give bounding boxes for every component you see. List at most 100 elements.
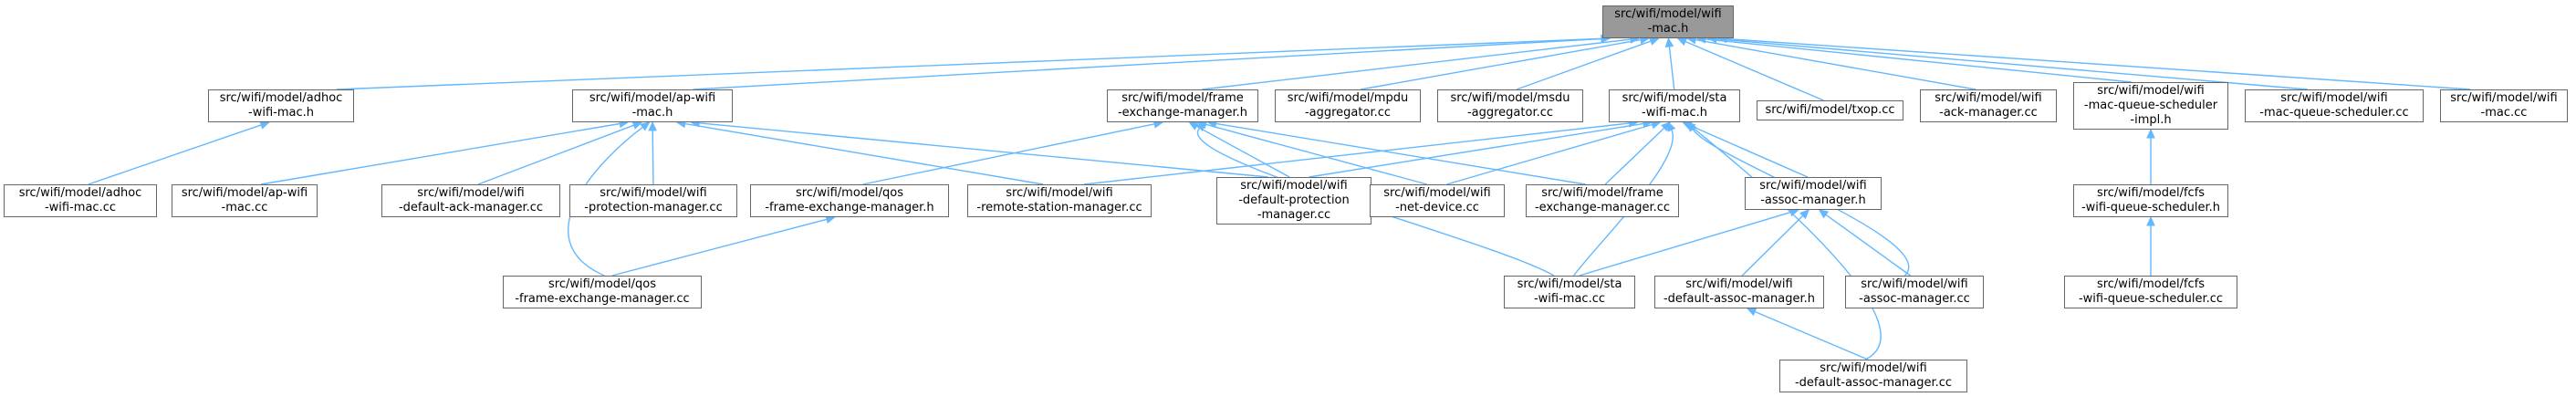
node-label-line: src/wifi/model/mpdu [1287, 91, 1409, 105]
node-label-line: src/wifi/model/wifi [1614, 7, 1722, 21]
node-label-line: src/wifi/model/txop.cc [1765, 103, 1895, 117]
node-label-line: src/wifi/model/fcfs [2096, 277, 2206, 291]
node-label-line: src/wifi/model/sta [1517, 277, 1622, 291]
node-label-line: src/wifi/model/qos [795, 186, 903, 200]
node-label-line: -default-ack-manager.cc [398, 201, 544, 214]
edge-mac_cc-to-mac_h [1726, 37, 2471, 90]
node-label-line: src/wifi/model/wifi [1240, 179, 1348, 193]
edge-dpm_cc-to-sta_h [1309, 122, 1644, 178]
node-label-line: -mac.cc [221, 201, 268, 214]
node-rsm-cc[interactable]: src/wifi/model/wifi-remote-station-manag… [967, 184, 1152, 217]
edge-netdev_cc-to-sta_h [1446, 123, 1653, 185]
edge-fem_cc-to-sta_h [1604, 127, 1665, 185]
node-label-line: src/wifi/model/wifi [1685, 277, 1793, 291]
node-fcfs-h[interactable]: src/wifi/model/fcfs-wifi-queue-scheduler… [2073, 184, 2228, 217]
node-label-line: -assoc-manager.cc [1859, 292, 1970, 306]
node-fcfs-cc[interactable]: src/wifi/model/fcfs-wifi-queue-scheduler… [2064, 276, 2237, 308]
edge-dassoc_cc-to-dassoc_h [1754, 310, 1869, 360]
node-label-line: src/wifi/model/msdu [1450, 91, 1570, 105]
node-sta-cc[interactable]: src/wifi/model/sta-wifi-mac.cc [1504, 276, 1635, 308]
node-label-line: -net-device.cc [1395, 201, 1479, 214]
node-sta-h[interactable]: src/wifi/model/sta-wifi-mac.h [1609, 89, 1740, 122]
node-ap-h[interactable]: src/wifi/model/ap-wifi-mac.h [572, 89, 733, 122]
node-dam-cc[interactable]: src/wifi/model/wifi-default-ack-manager.… [381, 184, 560, 217]
edge-assoc_h-to-sta_h [1690, 124, 1809, 178]
edge-txop_cc-to-mac_h [1684, 40, 1824, 101]
node-label-line: -wifi-mac.h [248, 106, 314, 120]
edge-dassoc_h-to-assoc_h [1741, 214, 1804, 277]
edge-ap_cc-to-ap_h [260, 122, 621, 185]
edge-rsm_cc-to-ap_h [684, 122, 1044, 185]
node-netdev-cc[interactable]: src/wifi/model/wifi-net-device.cc [1370, 184, 1505, 217]
node-label-line: src/wifi/model/wifi [1006, 186, 1113, 200]
node-mac-cc[interactable]: src/wifi/model/wifi-mac.cc [2440, 89, 2568, 122]
node-mpdu-cc[interactable]: src/wifi/model/mpdu-aggregator.cc [1275, 89, 1421, 122]
node-fem-h[interactable]: src/wifi/model/frame-exchange-manager.h [1107, 89, 1258, 122]
node-label-line: src/wifi/model/wifi [1935, 91, 2042, 105]
edge-dpm_cc-to-ap_h [699, 122, 1268, 178]
arrowhead [1664, 37, 1674, 47]
node-qosfem-cc[interactable]: src/wifi/model/qos-frame-exchange-manage… [503, 276, 702, 308]
edge-rsm_cc-to-sta_h [1083, 122, 1630, 185]
node-label-line: src/wifi/model/frame [1541, 186, 1663, 200]
node-adhoc-cc[interactable]: src/wifi/model/adhoc-wifi-mac.cc [4, 184, 157, 217]
node-label-line: -wifi-mac.cc [1533, 292, 1606, 306]
arrowhead [1799, 209, 1810, 220]
node-qosfem-h[interactable]: src/wifi/model/qos-frame-exchange-manage… [750, 184, 949, 217]
node-dassoc-h[interactable]: src/wifi/model/wifi-default-assoc-manage… [1654, 276, 1824, 308]
node-dpm-cc[interactable]: src/wifi/model/wifi-default-protection-m… [1216, 177, 1371, 225]
node-ap-cc[interactable]: src/wifi/model/ap-wifi-mac.cc [172, 184, 318, 217]
arrowhead [1676, 37, 1688, 47]
arrowhead [1667, 120, 1676, 132]
node-label-line: -assoc-manager.h [1760, 193, 1866, 207]
node-label-line: -mac.cc [2480, 106, 2528, 120]
node-label-line: -mac-queue-scheduler.cc [2259, 106, 2409, 120]
edge-ackmgr_cc-to-mac_h [1695, 38, 1976, 90]
edge-adhoc_h-to-mac_h [336, 37, 1602, 90]
node-label-line: -protection-manager.cc [584, 201, 723, 214]
node-adhoc-h[interactable]: src/wifi/model/adhoc-wifi-mac.h [208, 89, 354, 122]
node-label-line: src/wifi/model/wifi [600, 186, 707, 200]
node-label-line: src/wifi/model/wifi [1383, 186, 1491, 200]
node-label-line: -manager.cc [1257, 208, 1331, 222]
node-label-line: src/wifi/model/wifi [1861, 277, 1968, 291]
arrowhead [648, 120, 657, 131]
node-ackmgr-cc[interactable]: src/wifi/model/wifi-ack-manager.cc [1920, 89, 2057, 122]
node-label-line: -wifi-queue-scheduler.cc [2078, 292, 2224, 306]
edge-netdev_cc-to-fem_h [1205, 123, 1428, 185]
arrowhead [1188, 121, 1199, 131]
node-mqsi-h[interactable]: src/wifi/model/wifi-mac-queue-scheduler-… [2073, 82, 2228, 130]
node-dassoc-cc[interactable]: src/wifi/model/wifi-default-assoc-manage… [1779, 360, 1967, 392]
node-msdu-cc[interactable]: src/wifi/model/msdu-aggregator.cc [1437, 89, 1583, 122]
node-assoc-cc[interactable]: src/wifi/model/wifi-assoc-manager.cc [1845, 276, 1984, 308]
node-label-line: -aggregator.cc [1466, 106, 1554, 120]
arrowhead [1746, 308, 1757, 317]
node-label-line: src/wifi/model/wifi [2450, 91, 2558, 105]
node-txop-cc[interactable]: src/wifi/model/txop.cc [1757, 100, 1903, 120]
node-label-line: src/wifi/model/frame [1121, 91, 1244, 105]
node-assoc-h[interactable]: src/wifi/model/wifi-assoc-manager.h [1745, 177, 1882, 210]
node-label-line: -aggregator.cc [1304, 106, 1392, 120]
node-prot-cc[interactable]: src/wifi/model/wifi-protection-manager.c… [569, 184, 737, 217]
node-label-line: -ack-manager.cc [1939, 106, 2038, 120]
node-label-line: -default-assoc-manager.h [1663, 292, 1816, 306]
node-label-line: src/wifi/model/wifi [2097, 84, 2205, 98]
node-label-line: -frame-exchange-manager.cc [515, 292, 690, 306]
node-label-line: src/wifi/model/ap-wifi [181, 186, 308, 200]
edge-mpdu_cc-to-mac_h [1360, 38, 1642, 90]
node-label-line: -exchange-manager.h [1117, 106, 1248, 120]
node-fem-cc[interactable]: src/wifi/model/frame-exchange-manager.cc [1526, 184, 1679, 217]
arrowhead [631, 120, 643, 130]
node-label-line: src/wifi/model/adhoc [219, 91, 343, 105]
node-mac-h: src/wifi/model/wifi-mac.h [1602, 5, 1734, 38]
edge-msdu_cc-to-mac_h [1516, 40, 1652, 90]
node-label-line: -exchange-manager.cc [1534, 201, 1671, 214]
arrowhead [1649, 37, 1660, 46]
node-mqs-cc[interactable]: src/wifi/model/wifi-mac-queue-scheduler.… [2245, 89, 2424, 122]
node-label-line: -mac.h [631, 106, 673, 120]
edge-mqsi_h-to-mac_h [1705, 38, 2132, 83]
arrowhead [259, 120, 270, 130]
node-label-line: src/wifi/model/wifi [1759, 179, 1867, 193]
edge-sta_cc-to-assoc_h [1579, 211, 1791, 277]
